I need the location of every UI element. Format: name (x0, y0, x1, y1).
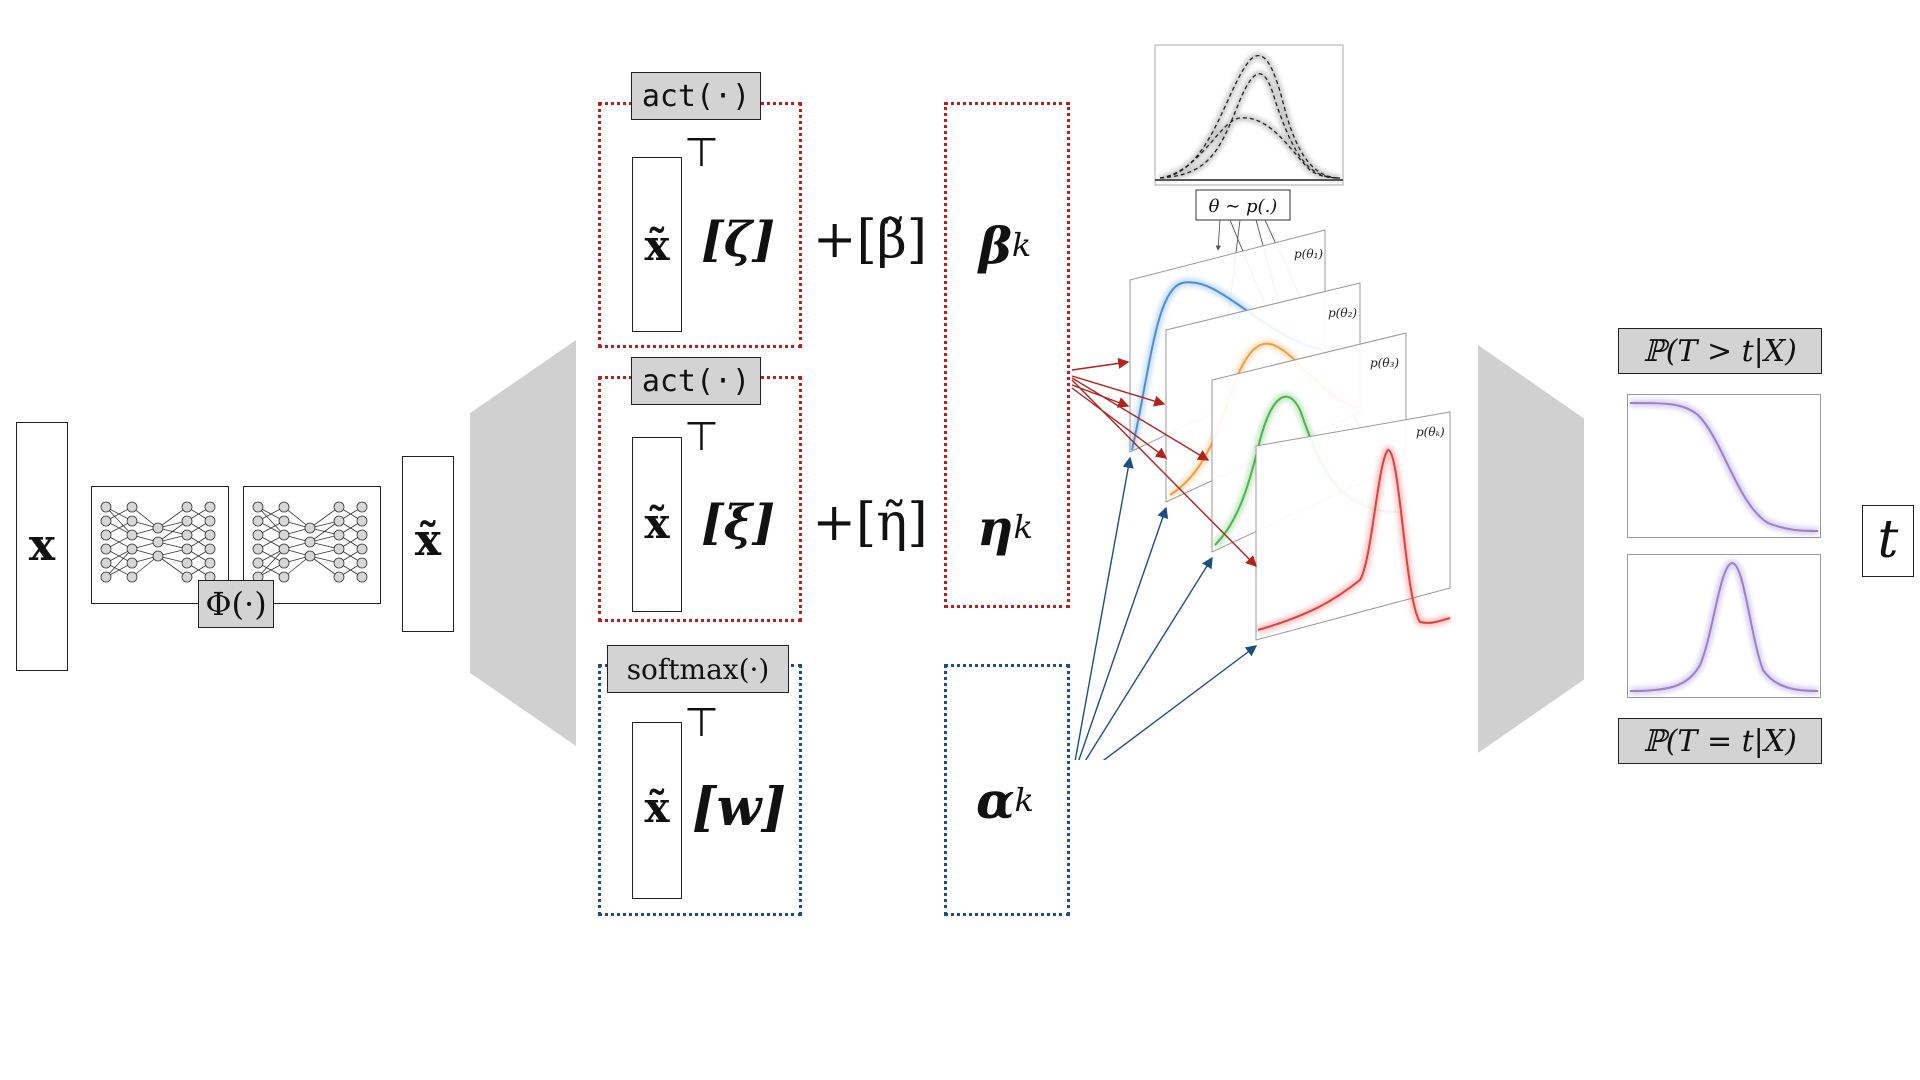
component-label-3: p(θ₃) (1370, 356, 1399, 370)
mixture-components-illustration: θ ∼ p(.) p(θ₁) p(θ₂) p(θ₃) p(θₖ) (1071, 44, 1452, 760)
beta-activation-tag: act(·) (631, 72, 761, 120)
eta-xt-label: x̃ (644, 498, 670, 548)
phi-encoder-tag: Φ(·) (198, 580, 274, 628)
target-t-label: t (1877, 510, 1899, 570)
eta-subscript: k (1013, 508, 1033, 546)
survival-label: ℙ(T > t|X) (1618, 328, 1822, 374)
target-t-box (1862, 505, 1914, 577)
alpha-subscript: k (1014, 781, 1034, 819)
beta-symbol: β (978, 215, 1012, 275)
component-label-1: p(θ₁) (1294, 247, 1323, 261)
density-label: ℙ(T = t|X) (1618, 718, 1822, 764)
component-label-k: p(θₖ) (1416, 425, 1445, 439)
embedding-vector (402, 456, 454, 632)
alpha-transpose-symbol: ⊤ (684, 700, 719, 746)
alpha-xt-label: x̃ (644, 782, 670, 832)
alpha-weight: [w] (692, 776, 786, 838)
component-panel-k: p(θₖ) (1255, 411, 1452, 641)
alpha-symbol: α (976, 770, 1015, 830)
beta-transpose-symbol: ⊤ (684, 130, 719, 176)
embedding-label: x̃ (414, 514, 442, 566)
beta-bias: +[β̃] (812, 210, 928, 270)
beta-weight: [ζ] (701, 212, 775, 268)
survival-plot (1627, 394, 1821, 538)
beta-xt-label: x̃ (644, 220, 670, 270)
beta-eta-output-box (944, 102, 1070, 608)
beta-subscript: k (1011, 226, 1032, 264)
encoder-net-1 (91, 486, 229, 604)
beta-xt-vector (632, 157, 682, 332)
prior-label: θ ∼ p(.) (1209, 196, 1278, 217)
eta-symbol: η (977, 497, 1014, 557)
alpha-xt-vector (632, 722, 682, 899)
aggregation-trapezoid (1478, 345, 1584, 753)
eta-activation-tag: act(·) (631, 357, 761, 405)
fanout-trapezoid (470, 340, 576, 746)
neural-network-icon (252, 501, 368, 583)
eta-xt-vector (632, 437, 682, 612)
input-vector-x (16, 422, 68, 671)
density-plot (1627, 554, 1821, 698)
eta-bias: +[η̃] (812, 493, 928, 553)
alpha-activation-tag: softmax(·) (607, 645, 789, 693)
alpha-output-box (944, 664, 1070, 916)
prior-label-box (1195, 189, 1291, 221)
input-x-label: x (28, 519, 56, 571)
component-label-2: p(θ₂) (1328, 306, 1357, 320)
eta-weight: [ξ] (701, 495, 775, 551)
neural-network-icon (100, 501, 216, 583)
eta-transpose-symbol: ⊤ (684, 414, 719, 460)
